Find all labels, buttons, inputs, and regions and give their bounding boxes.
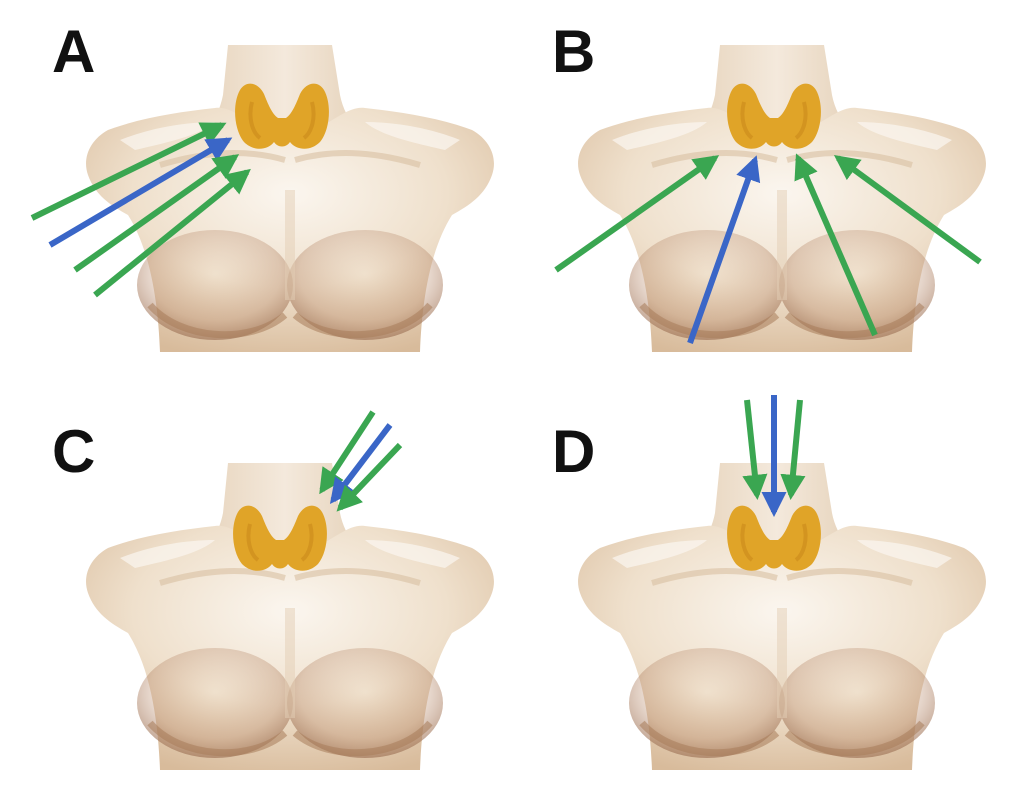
panel-a-letter: A bbox=[52, 18, 95, 85]
arrow-d-green-2 bbox=[780, 399, 806, 501]
arrow-b-green-2 bbox=[794, 153, 878, 337]
arrow-b-green-3 bbox=[833, 155, 982, 265]
panel-d-letter: D bbox=[552, 418, 595, 485]
arrow-b-green-1 bbox=[554, 155, 720, 273]
panel-a: A bbox=[30, 18, 494, 352]
panel-c: C bbox=[52, 410, 494, 770]
panel-d: D bbox=[552, 395, 986, 770]
arrow-a-blue bbox=[48, 137, 233, 248]
arrow-a-green-2 bbox=[73, 154, 240, 273]
arrow-a-green-1 bbox=[30, 122, 227, 221]
panel-b-letter: B bbox=[552, 18, 595, 85]
arrow-d-green-1 bbox=[742, 399, 768, 501]
panel-b: B bbox=[552, 18, 986, 352]
arrow-b-blue bbox=[687, 155, 761, 345]
arrow-a-green-3 bbox=[93, 168, 251, 298]
panel-c-letter: C bbox=[52, 418, 95, 485]
arrow-c-green-2 bbox=[336, 442, 403, 512]
